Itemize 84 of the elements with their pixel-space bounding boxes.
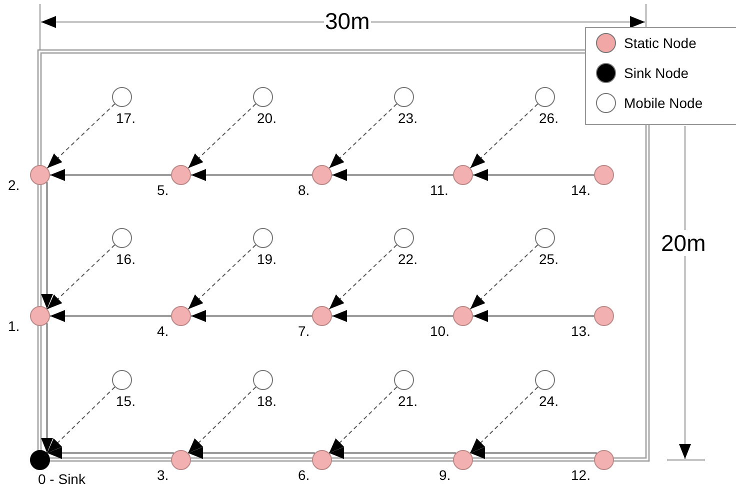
legend-label: Mobile Node [624,95,703,111]
node-number-label: 0 - Sink [38,471,86,487]
node-number-label: 22. [398,251,418,267]
dashed-arrow [470,103,538,169]
mobile-node-circle [112,87,132,107]
node-number-label: 6. [298,467,310,483]
mobile-node-circle [112,370,132,390]
dashed-arrow [188,386,256,454]
dashed-arrow [46,103,116,169]
node-number-label: 1. [8,318,20,334]
node-number-label: 18. [257,393,276,409]
node-number-label: 10. [430,323,450,339]
node-number-label: 2. [8,177,20,193]
node-number-label: 15. [116,393,136,409]
node-number-label: 26. [539,110,558,126]
arrow [190,169,312,181]
dashed-arrow [470,244,538,310]
legend-label: Sink Node [624,65,689,81]
dashed-arrow [188,244,256,310]
node-number-label: 14. [571,182,590,198]
static-node-circle [312,165,332,185]
dashed-arrow [328,103,398,169]
mobile-node-circle [394,87,414,107]
arrow [41,182,53,310]
dashed-arrow [46,244,116,310]
mobile-node-circle [253,87,273,107]
node-number-label: 24. [539,393,558,409]
arrow [332,310,454,322]
static-node-circle [453,450,473,470]
legend-label: Static Node [624,35,696,51]
static-node-circle [312,306,332,326]
node-number-label: 4. [157,323,169,339]
arrow [50,310,172,322]
node-number-label: 8. [298,182,310,198]
static-node-circle [171,306,191,326]
static-node-circle [594,165,614,185]
node-number-label: 13. [571,323,590,339]
mobile-node-circle [112,228,132,248]
mobile-node-circle [253,228,273,248]
static-node-circle [30,306,50,326]
arrow [472,310,594,322]
mobile-node-circle [253,370,273,390]
node-number-label: 5. [157,182,169,198]
mobile-node-circle [535,87,555,107]
static-node-circle [594,450,614,470]
mobile-node-circle [394,370,414,390]
static-node-circle [453,165,473,185]
arrow [470,447,598,459]
node-number-label: 20. [257,110,276,126]
node-number-label: 17. [116,110,136,126]
node-number-label: 25. [539,251,558,267]
mobile-node-circle [535,370,555,390]
node-number-label: 7. [298,323,310,339]
arrow [46,447,174,459]
static-node-circle [594,306,614,326]
static-node-circle [30,165,50,185]
dashed-arrow [328,386,398,454]
static-node-circle [171,165,191,185]
arrow [50,169,172,181]
node-number-label: 3. [157,467,169,483]
dashed-arrow [188,103,256,169]
static-node-circle [171,450,191,470]
dashed-arrow [328,244,398,310]
node-number-label: 11. [430,182,448,198]
node-number-label: 21. [398,393,418,409]
static-node-circle [312,450,332,470]
node-number-label: 9. [439,467,451,483]
sink-node-circle [30,450,50,470]
arrow [332,169,454,181]
dashed-arrow [46,386,116,454]
static-node-circle [453,306,473,326]
arrow [41,322,53,454]
arrow [328,447,456,459]
dimension-label: 20m [660,230,707,256]
node-number-label: 12. [571,467,590,483]
arrow [190,310,312,322]
mobile-node-circle [394,228,414,248]
dashed-arrow [470,386,538,454]
node-number-label: 16. [116,251,136,267]
node-number-label: 19. [257,251,276,267]
arrow [188,447,316,459]
mobile-node-circle [535,228,555,248]
node-number-label: 23. [398,110,418,126]
arrow [472,169,594,181]
